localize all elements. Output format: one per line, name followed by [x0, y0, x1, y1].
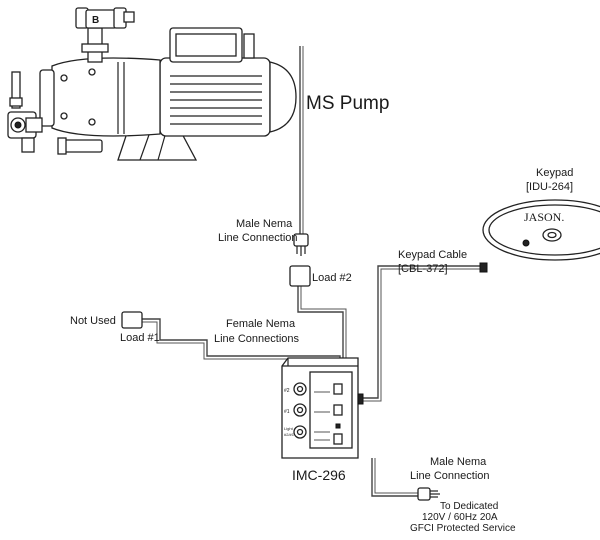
- panel-light-label-a: Light: [284, 426, 294, 431]
- keypad: JASON.: [482, 199, 600, 261]
- male-nema-top-line2: Line Connection: [218, 232, 298, 244]
- motor-fins: [170, 75, 262, 125]
- male-nema-plug-bottom: [417, 487, 440, 501]
- keypad-brand: JASON.: [524, 210, 564, 224]
- pump-label: MS Pump: [306, 93, 389, 114]
- panel-row2-label: #2: [284, 388, 290, 394]
- keypad-title: Keypad: [536, 167, 573, 179]
- male-nema-bottom-line1: Male Nema: [430, 456, 487, 468]
- keypad-cable-connector: [479, 262, 488, 273]
- male-nema-bottom-line2: Line Connection: [410, 470, 490, 482]
- panel-light-label-b: #2/#1: [284, 432, 295, 437]
- female-plug-load1: [121, 311, 143, 329]
- dedicated-line2: 120V / 60Hz 20A: [422, 512, 498, 523]
- housing-bolts: [60, 68, 96, 126]
- female-nema-line2: Line Connections: [214, 333, 300, 345]
- dedicated-line3: GFCI Protected Service: [410, 523, 516, 534]
- load1-label: Load #1: [120, 332, 160, 344]
- dedicated-line1: To Dedicated: [440, 501, 498, 512]
- female-plug-load2: [289, 265, 311, 287]
- not-used-label: Not Used: [70, 315, 116, 327]
- keypad-model: [IDU-264]: [526, 181, 573, 193]
- controller-imc-296: #2 #1 Light #2/#1: [281, 357, 364, 459]
- wiring: [140, 46, 482, 497]
- valve-letter: B: [92, 15, 99, 26]
- keypad-cable-line1: Keypad Cable: [398, 249, 467, 261]
- male-nema-plug-top: [293, 233, 309, 256]
- male-nema-top-line1: Male Nema: [236, 218, 293, 230]
- ms-pump: B: [7, 7, 297, 161]
- controller-label: IMC-296: [292, 467, 346, 483]
- female-nema-line1: Female Nema: [226, 318, 296, 330]
- load2-label: Load #2: [312, 272, 352, 284]
- panel-row1-label: #1: [284, 409, 290, 415]
- keypad-cable-line2: [CBL-372]: [398, 263, 448, 275]
